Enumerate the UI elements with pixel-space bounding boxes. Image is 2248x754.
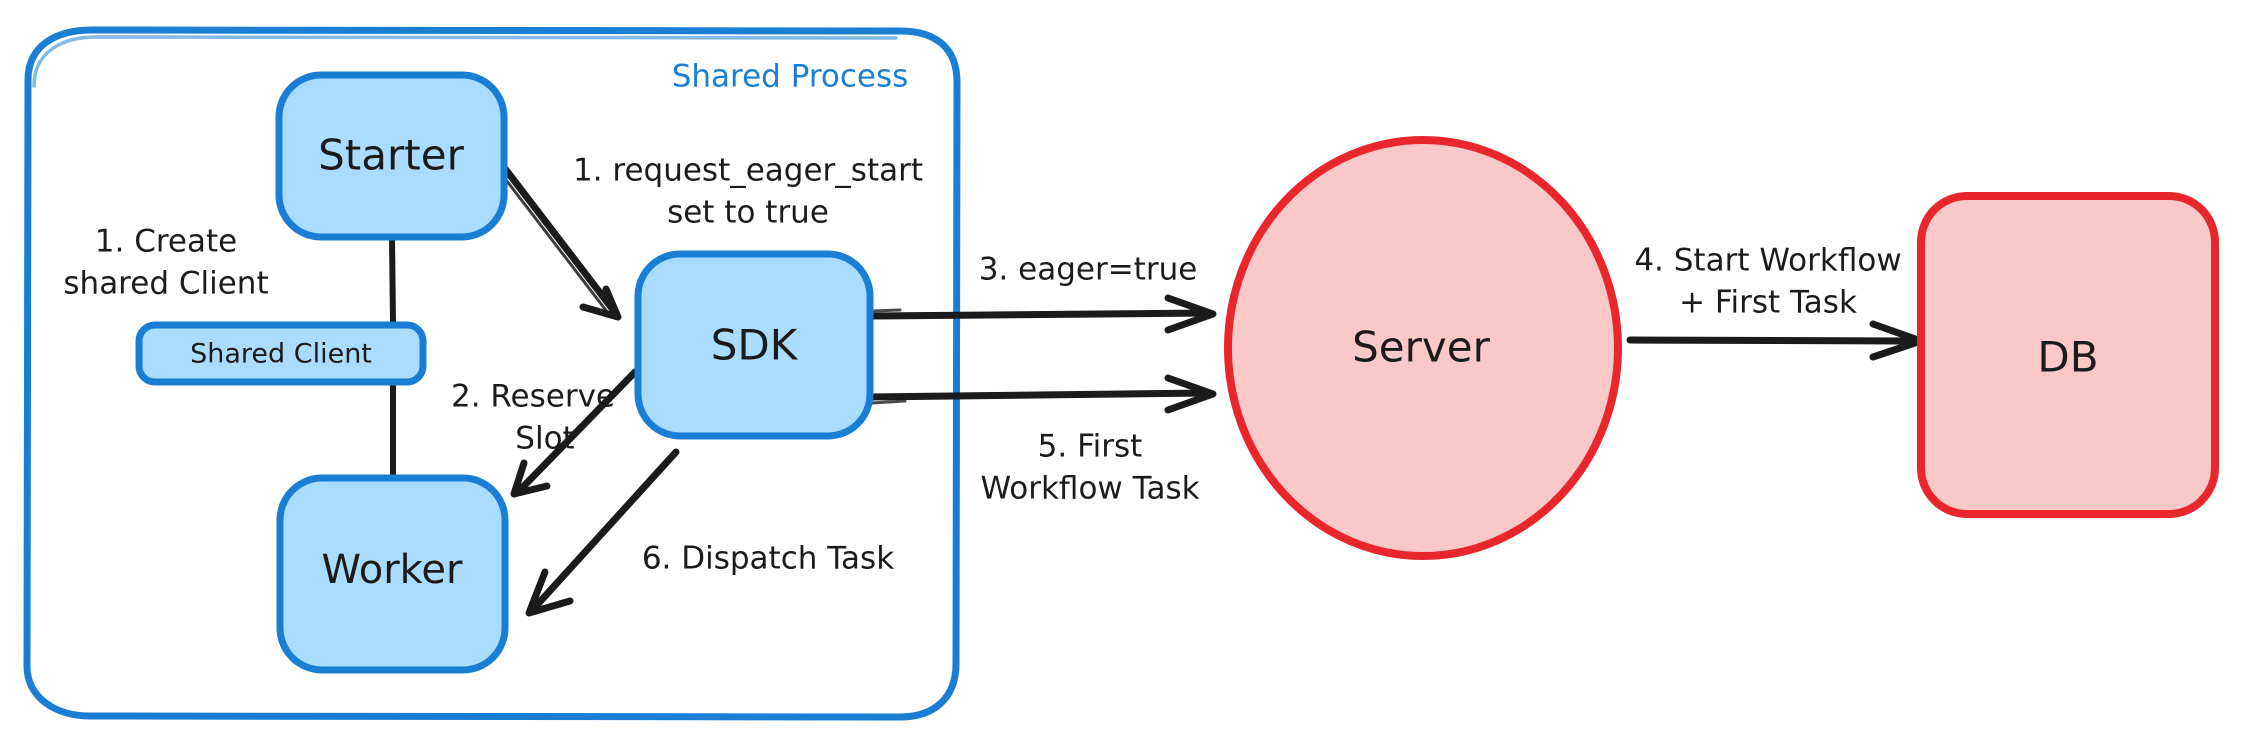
label-5-first-line-2: Workflow Task	[980, 471, 1199, 507]
label-4-start-line-2: + First Task	[1679, 285, 1857, 321]
node-sdk-shape	[634, 250, 874, 440]
node-worker-label: Worker	[322, 547, 463, 593]
arrow-sdk-to-worker-dispatch-task	[525, 448, 680, 617]
shared-process-label: Shared Process	[672, 59, 909, 95]
shared-process-container[interactable]	[23, 26, 961, 721]
node-db-shape	[1917, 192, 2219, 518]
label-3-eager-true-text: 3. eager=true	[979, 252, 1198, 288]
label-1-eager-line-2: set to true	[667, 195, 829, 231]
label-1-create-line-1: 1. Create	[95, 224, 237, 260]
label-5-first-workflow-task: 5. First Workflow Task	[980, 429, 1199, 507]
arrow-starter-to-sdk	[498, 162, 622, 321]
node-server-shape	[1224, 136, 1622, 560]
arrow-sdk-to-server-eager	[868, 294, 1217, 334]
label-6-dispatch-task-text: 6. Dispatch Task	[642, 541, 894, 577]
node-worker[interactable]: Worker	[276, 474, 509, 674]
shared-process-border	[23, 26, 961, 721]
node-server-label: Server	[1352, 323, 1490, 372]
label-1-create-line-2: shared Client	[63, 266, 268, 302]
label-6-dispatch-task: 6. Dispatch Task	[642, 541, 894, 577]
node-starter-label: Starter	[318, 131, 464, 180]
node-shared-client-shape	[135, 321, 427, 386]
label-4-start-workflow: 4. Start Workflow + First Task	[1634, 243, 1901, 321]
node-starter-shape	[275, 71, 508, 241]
node-sdk-label: SDK	[711, 321, 799, 370]
label-2-reserve-line-1: 2. Reserve	[451, 379, 615, 415]
arrow-sdk-to-worker-reserve-slot	[510, 368, 639, 498]
node-shared-client[interactable]: Shared Client	[135, 321, 427, 386]
node-starter[interactable]: Starter	[275, 71, 508, 241]
node-server[interactable]: Server	[1224, 136, 1622, 560]
arrow-server-to-db	[1626, 320, 1925, 361]
label-4-start-line-1: 4. Start Workflow	[1634, 243, 1901, 279]
label-1-request-eager-start: 1. request_eager_start set to true	[573, 153, 923, 231]
shared-process-border-sketch	[32, 35, 898, 88]
arrow-sdk-to-server-first-task	[868, 374, 1217, 414]
node-db[interactable]: DB	[1917, 192, 2219, 518]
label-2-reserve-slot: 2. Reserve Slot	[451, 379, 615, 457]
edge-starter-shared-client	[389, 234, 396, 326]
label-1-eager-line-1: 1. request_eager_start	[573, 153, 923, 189]
node-worker-shape	[276, 474, 509, 674]
node-db-label: DB	[2037, 333, 2098, 382]
label-1-create-shared-client: 1. Create shared Client	[63, 224, 268, 302]
label-5-first-line-1: 5. First	[1038, 429, 1143, 465]
node-shared-client-label: Shared Client	[190, 339, 372, 370]
label-3-eager-true: 3. eager=true	[979, 252, 1198, 288]
node-sdk[interactable]: SDK	[634, 250, 874, 440]
label-2-reserve-line-2: Slot	[515, 421, 574, 457]
